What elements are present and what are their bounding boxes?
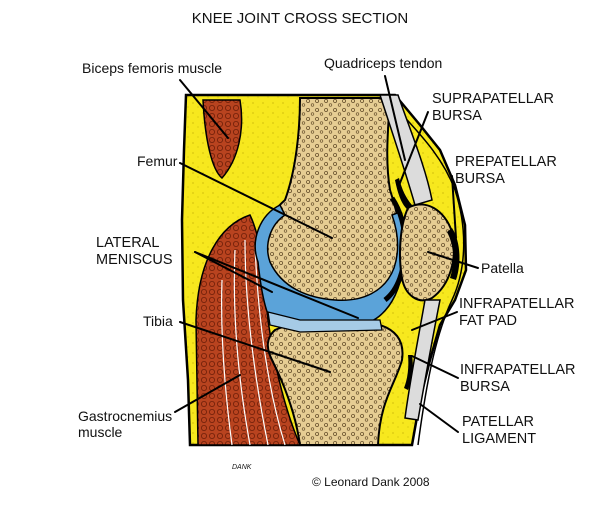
leader-gastrocnemius [174,374,241,413]
skin-line [384,94,465,446]
label-prepatellar-bursa-line2: BURSA [455,171,505,187]
leader-quadriceps-tendon [384,75,406,161]
label-infrapatellar-fat-pad-line1: INFRAPATELLAR [459,296,575,312]
label-gastrocnemius-line1: Gastrocnemius [78,408,172,424]
label-infrapatellar-bursa-line2: BURSA [460,379,510,395]
label-patellar-ligament-line1: PATELLAR [462,414,534,430]
prepatellar-bursa [447,228,460,280]
label-infrapatellar-bursa-line1: INFRAPATELLAR [460,362,576,378]
label-tibia: Tibia [143,313,173,329]
leader-infrapatellar-bursa [411,355,459,379]
leader-infrapatellar-fat-pad [411,311,458,331]
leader-lines [174,75,479,433]
label-biceps-femoris: Biceps femoris muscle [82,60,222,76]
leader-femur [179,162,333,239]
leader-lateral-meniscus-a [194,251,273,293]
label-femur: Femur [137,153,178,169]
label-prepatellar-bursa-line1: PREPATELLAR [455,154,557,170]
knee-anatomy [180,93,468,447]
lateral-meniscus [267,311,383,333]
infrapatellar-bursa [404,355,413,390]
quadriceps-tendon-band [378,94,433,206]
artist-signature: DANK [232,464,252,471]
leader-tibia [179,321,331,373]
leader-lateral-meniscus-b [194,251,359,319]
label-infrapatellar-fat-pad-line2: FAT PAD [459,313,517,329]
label-suprapatellar-bursa-line1: SUPRAPATELLAR [432,91,554,107]
patella-bone [399,203,455,302]
leader-prepatellar-bursa [451,175,457,239]
copyright-text: © Leonard Dank 2008 [312,475,430,489]
leader-biceps-femoris [179,79,229,139]
diagram-title: KNEE JOINT CROSS SECTION [192,10,408,27]
labels: Biceps femoris muscle Quadriceps tendon … [78,55,576,489]
label-patellar-ligament-line2: LIGAMENT [462,431,536,447]
gastrocnemius-tendon-strands [221,239,286,446]
label-patella: Patella [481,260,524,276]
label-quadriceps-tendon: Quadriceps tendon [324,55,442,71]
label-lateral-meniscus-line2: MENISCUS [96,252,173,268]
leader-patellar-ligament [419,403,459,433]
leader-suprapatellar-bursa [397,111,429,189]
label-lateral-meniscus-line1: LATERAL [96,235,159,251]
label-gastrocnemius-line2: muscle [78,424,123,440]
label-suprapatellar-bursa-line2: BURSA [432,108,482,124]
leader-patella [427,251,479,269]
